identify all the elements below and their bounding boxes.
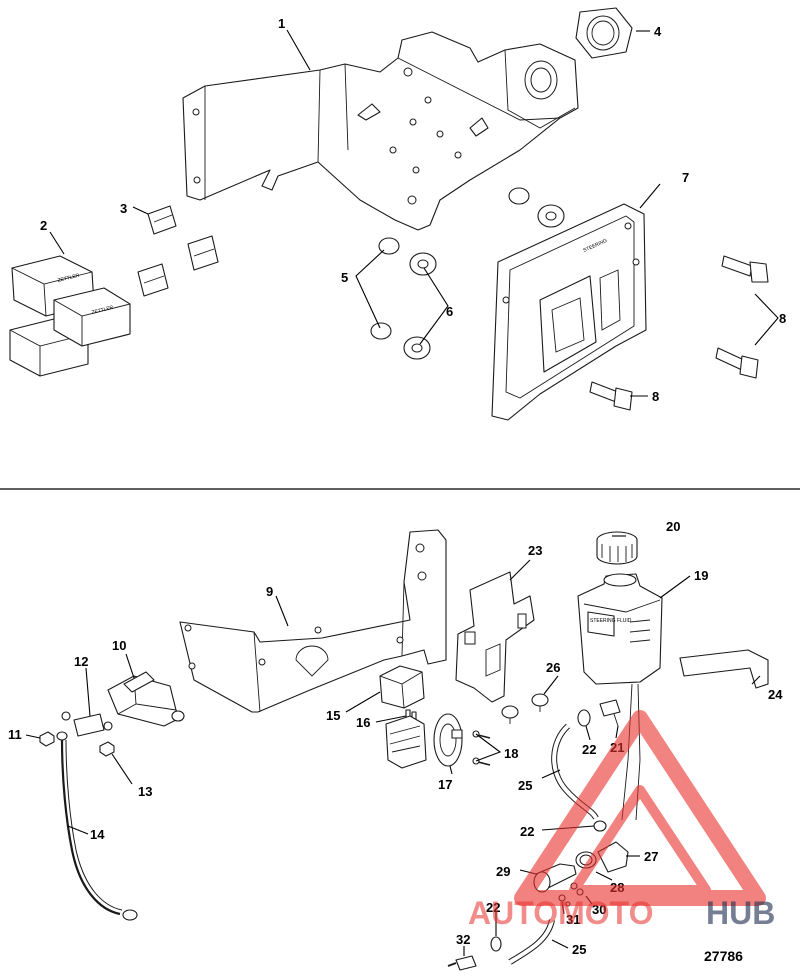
callout-32: 32	[456, 932, 470, 947]
callout-18: 18	[504, 746, 518, 761]
callout-24: 24	[768, 687, 783, 702]
figure-number: 27786	[704, 948, 743, 964]
part-23-support-bracket	[455, 571, 535, 703]
watermark-text-hub: HUB	[706, 895, 775, 931]
callout-22-lower: 22	[486, 900, 500, 915]
bottom-leaders	[25, 535, 761, 956]
callout-25-upper: 25	[518, 778, 532, 793]
part-13-bolt	[99, 741, 115, 757]
callout-8-right: 8	[779, 311, 786, 326]
top-leaders	[49, 29, 779, 397]
part-21-fitting	[599, 699, 621, 727]
callout-1: 1	[278, 16, 285, 31]
part-3-relay-clips	[137, 205, 219, 297]
part-8-bolts	[589, 255, 769, 411]
callout-15: 15	[326, 708, 340, 723]
callout-19: 19	[694, 568, 708, 583]
callout-27: 27	[644, 849, 658, 864]
callout-17: 17	[438, 777, 452, 792]
callout-11: 11	[8, 727, 22, 742]
callout-31: 31	[566, 912, 580, 927]
callout-12: 12	[74, 654, 88, 669]
part-20-reservoir-cap	[596, 531, 638, 565]
watermark-triangle-icon	[514, 710, 766, 906]
part-7-control-module: STEERING	[491, 203, 647, 421]
callout-22-middle: 22	[520, 824, 534, 839]
callout-13: 13	[138, 784, 152, 799]
part-26-bushings	[501, 693, 549, 724]
part-18-screws	[472, 730, 491, 766]
reservoir-label: STEERING FLUID	[590, 618, 632, 624]
part-15-connector	[379, 665, 425, 709]
callout-8-lower: 8	[652, 389, 659, 404]
callout-23: 23	[528, 543, 542, 558]
part-11-nut	[39, 731, 55, 747]
callout-25-lower: 25	[572, 942, 586, 957]
callout-16: 16	[356, 715, 370, 730]
callout-9: 9	[266, 584, 273, 599]
callout-2: 2	[40, 218, 47, 233]
part-2-relays: ZETTLER ZETTLER	[9, 255, 131, 377]
callout-22-upper: 22	[582, 742, 596, 757]
callout-26: 26	[546, 660, 560, 675]
callout-4: 4	[654, 24, 662, 39]
callout-29: 29	[496, 864, 510, 879]
callout-3: 3	[120, 201, 127, 216]
part-9-steering-bracket	[179, 529, 447, 713]
part-1-mounting-bracket	[182, 31, 579, 231]
part-12-terminal-block	[61, 711, 113, 737]
part-6-grommets	[403, 204, 565, 360]
callout-6: 6	[446, 304, 453, 319]
relay-label: ZETTLER	[57, 273, 80, 284]
callout-10: 10	[112, 638, 126, 653]
part-17-harness-connector	[385, 713, 463, 769]
callout-7: 7	[682, 170, 689, 185]
part-5-bushings	[370, 187, 530, 340]
relay-label-2: ZETTLER	[91, 305, 114, 316]
callout-5: 5	[341, 270, 348, 285]
part-10-fuse-holder	[107, 671, 185, 727]
part-4-hex-nut	[575, 7, 633, 59]
part-14-ground-cable	[56, 731, 138, 921]
callout-20: 20	[666, 519, 680, 534]
part-32-fitting	[447, 955, 477, 971]
part-22-clamps	[490, 709, 607, 952]
part-24-reservoir-strap	[679, 649, 769, 689]
watermark-text-automoto: AUTOMOTO	[468, 895, 653, 931]
watermark-logo	[514, 710, 766, 906]
part-25-hoses	[508, 723, 599, 965]
callout-14: 14	[90, 827, 105, 842]
